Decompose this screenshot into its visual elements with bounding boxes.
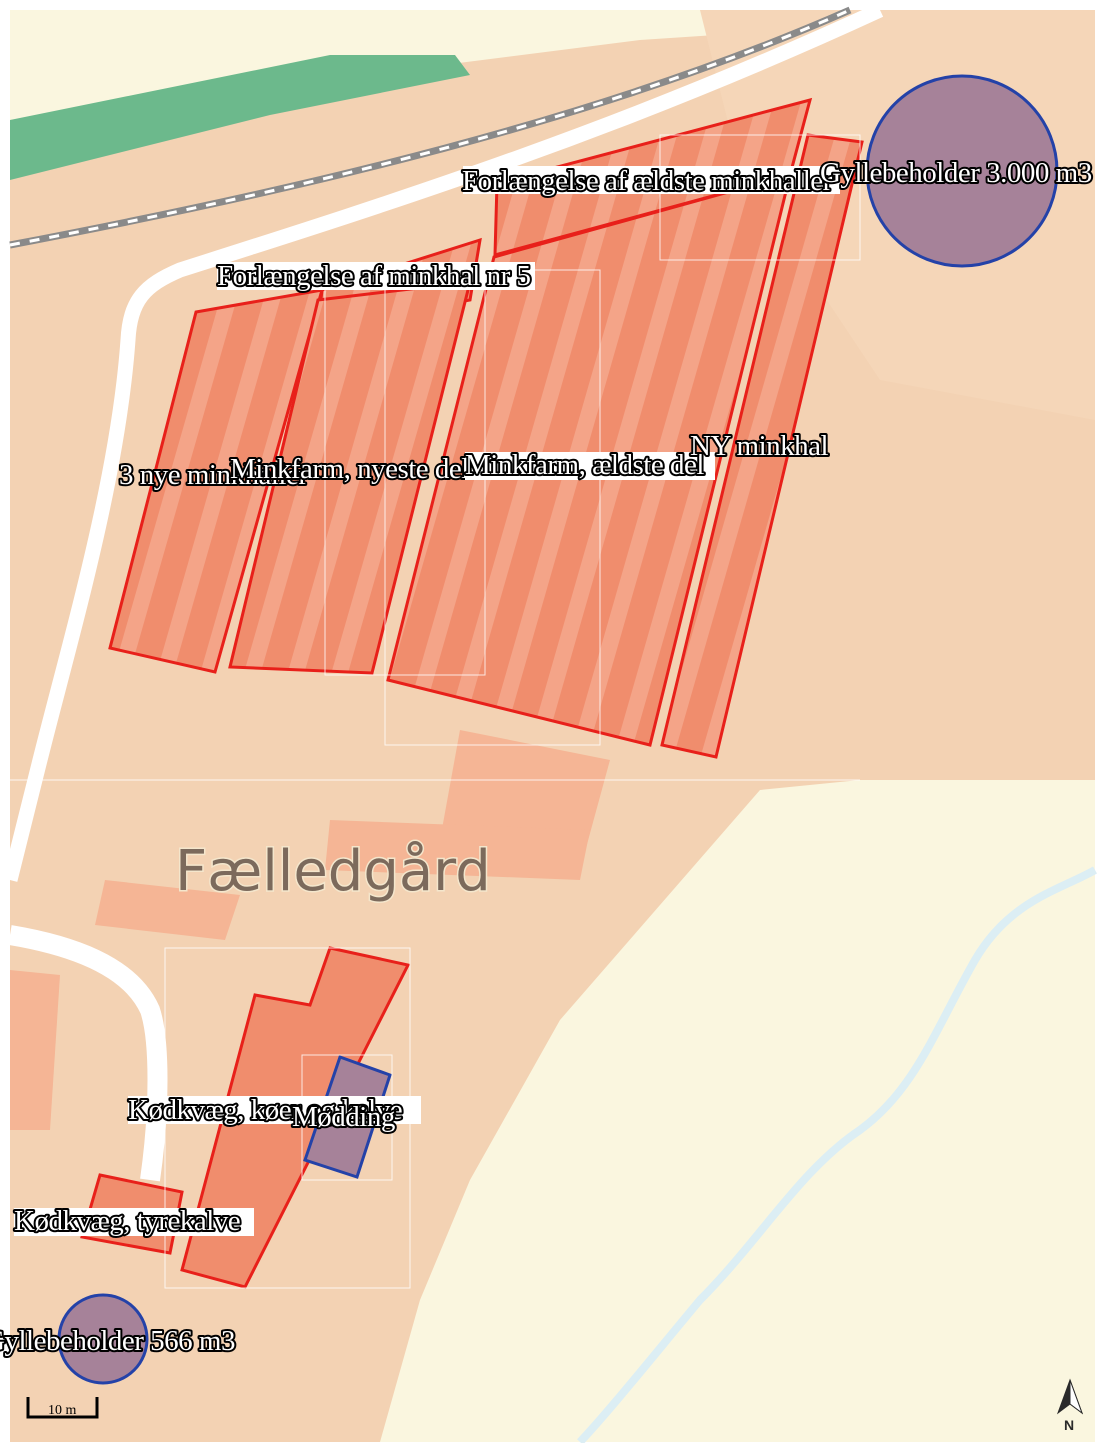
road-main [2, 3, 884, 882]
label-gyllebeholder-large: Gyllebeholder 3.000 m3 [820, 157, 1092, 189]
building-ny-minkhal [660, 133, 864, 759]
scale-bar: 10 m [26, 1397, 99, 1419]
label-modding: Mødding [292, 1101, 395, 1133]
building-3-nye-minkhaller [108, 288, 325, 674]
label-ny-minkhal: NY minkhal [690, 430, 829, 462]
annotations: Forlængelse af ældste minkhaller Gyllebe… [0, 155, 1094, 1359]
label-forlaengelse-aeldste: Forlængelse af ældste minkhaller [462, 165, 833, 197]
base-buildings [10, 730, 610, 1130]
north-arrow-label: N [1064, 1417, 1074, 1433]
forest-area [10, 55, 470, 180]
label-minkfarm-aeldste: Minkfarm, ældste del [465, 449, 704, 481]
label-gyllebeholder-small: Gyllebeholder 566 m3 [0, 1325, 235, 1357]
label-3-nye-minkhaller: 3 nye minkhaller [119, 459, 308, 491]
label-koer-og-kalve: Kødkvæg, køer og kalve [128, 1094, 402, 1126]
label-minkfarm-nyeste: Minkfarm, nyeste del [230, 453, 469, 485]
stream [577, 866, 1097, 1443]
tank-large [865, 74, 1059, 268]
tank-small [57, 1293, 149, 1385]
north-arrow: N [1056, 1378, 1084, 1433]
label-forlaengelse-nr5: Forlængelse af minkhal nr 5 [217, 260, 531, 292]
place-name: Fælledgård [175, 839, 491, 904]
scale-bar-label: 10 m [48, 1403, 77, 1418]
label-tyrekalve: Kødkvæg, tyrekalve [14, 1205, 240, 1237]
